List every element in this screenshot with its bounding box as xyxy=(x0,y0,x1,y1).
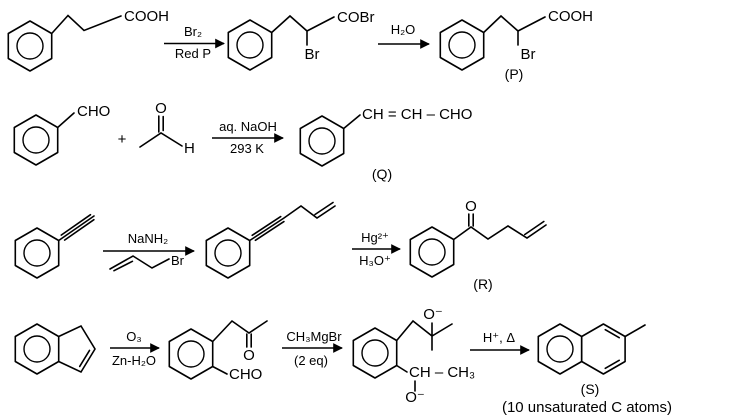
label-cooh: COOH xyxy=(124,8,169,25)
product-tag-p: (P) xyxy=(505,66,524,82)
mol-bromo-acyl-bromide: COBr Br xyxy=(227,9,375,71)
plus-sign: + xyxy=(118,131,127,148)
bond-lines xyxy=(604,324,646,370)
benzene-ring xyxy=(205,227,251,279)
bond-lines xyxy=(139,115,183,148)
bond-lines xyxy=(248,201,336,242)
label-o-minus-upper: O⁻ xyxy=(423,306,443,323)
bond-lines xyxy=(395,319,453,392)
benzene-ring xyxy=(168,328,214,380)
arrow-br2-redp: Br₂ Red P xyxy=(164,24,225,61)
product-tag-q: (Q) xyxy=(372,166,392,182)
arrow-h2o: H₂O xyxy=(378,22,430,49)
arrow-o3-zn: O₃ Zn-H₂O xyxy=(110,329,160,368)
label-o-minus-lower: O⁻ xyxy=(405,389,425,406)
benzene-ring xyxy=(7,20,53,72)
mol-product-p: COOH Br (P) xyxy=(439,8,593,82)
label-o: O xyxy=(465,198,477,215)
label-cooh: COOH xyxy=(548,8,593,25)
reagent-hg2plus: Hg²⁺ xyxy=(361,230,389,245)
reagent-allyl-br: Br xyxy=(171,253,185,268)
reagent-293k: 293 K xyxy=(230,141,264,156)
aromatic-circle xyxy=(214,239,242,267)
mol-product-q: CH = CH – CHO (Q) xyxy=(299,106,472,182)
label-ch-ch-cho: CH = CH – CHO xyxy=(362,106,472,123)
aromatic-circle xyxy=(23,335,51,363)
arrow-ch3mgbr: CH₃MgBr (2 eq) xyxy=(282,329,343,368)
benzene-ring xyxy=(409,226,455,278)
benzene-ring xyxy=(299,115,345,167)
label-h: H xyxy=(184,140,195,157)
bond-lines xyxy=(211,319,268,375)
bond-lines xyxy=(56,112,75,129)
mol-dialkoxide: O⁻ CH – CH₃ O⁻ xyxy=(352,306,475,406)
aromatic-circle xyxy=(418,238,446,266)
allyl-bromide-bonds xyxy=(109,255,170,272)
aromatic-circle xyxy=(448,31,476,59)
benzene-ring xyxy=(14,323,60,375)
label-br: Br xyxy=(305,46,320,63)
cyclopentene-bonds xyxy=(57,324,96,374)
label-cho: CHO xyxy=(229,366,262,383)
reagent-zn-h2o: Zn-H₂O xyxy=(112,353,156,368)
benzene-ring xyxy=(14,227,60,279)
aromatic-circle xyxy=(22,126,50,154)
reagent-red-p: Red P xyxy=(175,46,211,61)
reagent-h-delta: H⁺, Δ xyxy=(483,330,515,345)
product-tag-s: (S) xyxy=(581,381,600,397)
reagent-br2: Br₂ xyxy=(184,24,202,39)
bond-lines xyxy=(57,213,95,242)
arrow-hg-h3o: Hg²⁺ H₃O⁺ xyxy=(352,230,401,268)
mol-phenylacetylene xyxy=(14,213,95,279)
label-br: Br xyxy=(521,46,536,63)
reagent-nanh2: NaNH₂ xyxy=(128,231,168,246)
reagent-2eq: (2 eq) xyxy=(294,353,328,368)
reagent-ch3mgbr: CH₃MgBr xyxy=(286,329,342,344)
mol-product-s: (S) (10 unsaturated C atoms) xyxy=(502,323,672,416)
arrow-naoh: aq. NaOH 293 K xyxy=(212,119,284,156)
benzene-ring xyxy=(439,19,485,71)
benzene-ring xyxy=(352,327,398,379)
benzene-ring-right xyxy=(580,323,626,375)
benzene-ring xyxy=(13,114,59,166)
reagent-aq-naoh: aq. NaOH xyxy=(219,119,277,134)
aromatic-circle xyxy=(177,340,205,368)
aromatic-circle xyxy=(236,31,264,59)
bond-lines xyxy=(270,14,335,46)
mol-enyne xyxy=(205,201,336,279)
mol-phenylpropanoic-acid: COOH xyxy=(7,8,169,72)
bond-lines xyxy=(50,14,122,35)
mol-benzaldehyde: CHO xyxy=(13,103,110,166)
reagent-h3oplus: H₃O⁺ xyxy=(359,253,391,268)
mol-acetaldehyde: O H xyxy=(139,100,195,157)
label-o: O xyxy=(155,100,167,117)
aromatic-circle xyxy=(23,239,51,267)
bond-lines xyxy=(452,213,547,241)
product-note: (10 unsaturated C atoms) xyxy=(502,399,672,416)
aromatic-circle xyxy=(361,339,389,367)
aromatic-circle xyxy=(16,32,44,60)
benzene-ring xyxy=(227,19,273,71)
mol-indene xyxy=(14,323,96,375)
arrow-nanh2-allylbromide: NaNH₂ Br xyxy=(103,231,195,272)
label-cho: CHO xyxy=(77,103,110,120)
label-cobr: COBr xyxy=(337,9,375,26)
product-tag-r: (R) xyxy=(473,276,492,292)
reagent-o3: O₃ xyxy=(126,329,141,344)
label-o: O xyxy=(243,347,255,364)
bond-lines xyxy=(482,14,546,46)
mol-ketoaldehyde: O CHO xyxy=(168,319,268,383)
bond-lines xyxy=(342,114,361,130)
mol-product-r: O (R) xyxy=(409,198,547,292)
benzene-ring-left xyxy=(537,323,583,375)
reagent-h2o: H₂O xyxy=(391,22,416,37)
label-ch-ch3: CH – CH₃ xyxy=(409,364,475,381)
aromatic-circle xyxy=(546,335,574,363)
arrow-h-delta: H⁺, Δ xyxy=(470,330,530,355)
aromatic-circle xyxy=(308,127,336,155)
